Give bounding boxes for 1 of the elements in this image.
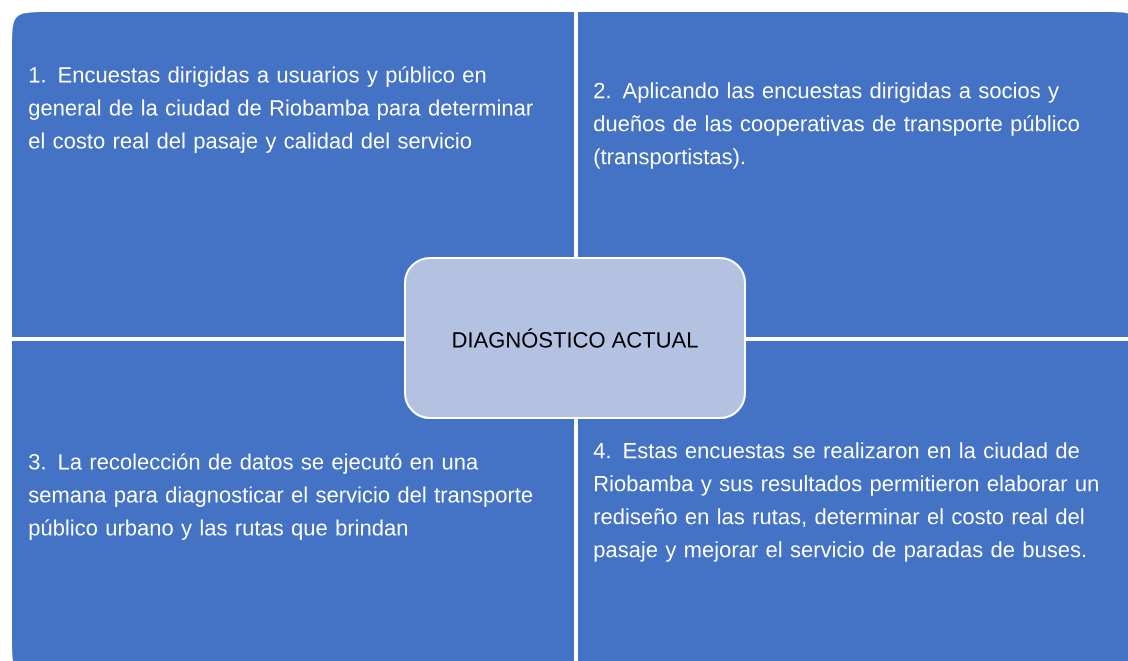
- center-box: DIAGNÓSTICO ACTUAL: [404, 257, 746, 419]
